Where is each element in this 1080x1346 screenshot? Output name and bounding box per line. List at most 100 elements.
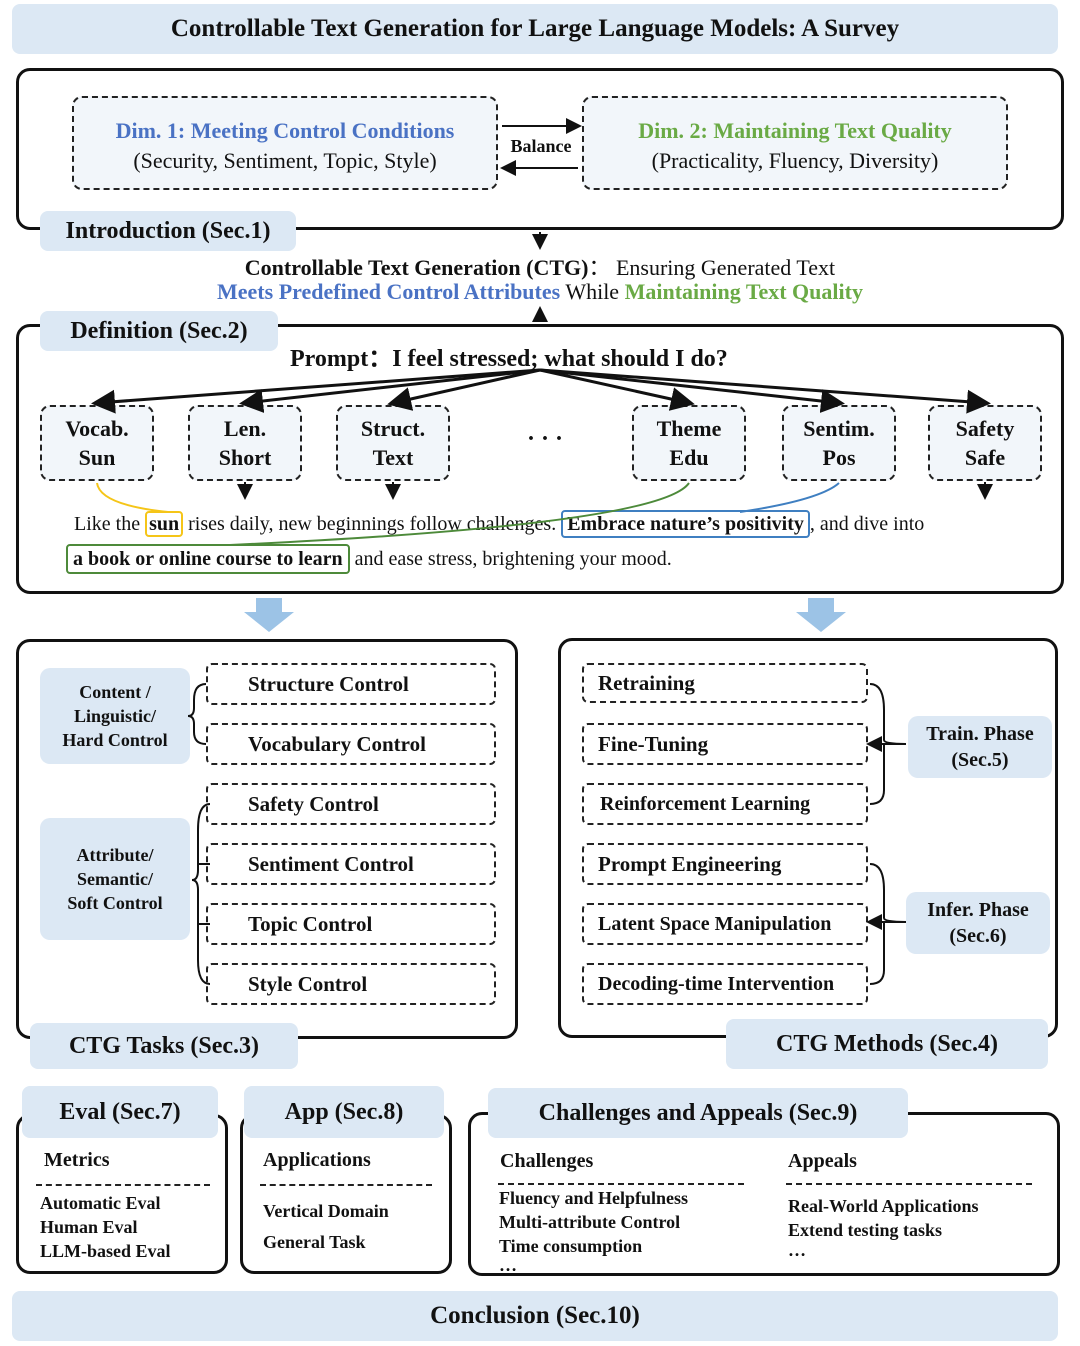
task-sentiment-control: Sentiment Control xyxy=(206,843,496,885)
challenge-time: Time consumption xyxy=(499,1236,643,1256)
appeals-list: Real-World Applications Extend testing t… xyxy=(788,1194,979,1260)
sentiment-connector xyxy=(739,482,840,513)
eval-header: Metrics xyxy=(44,1149,110,1171)
method-reinforcement-learning: Reinforcement Learning xyxy=(582,783,868,825)
appeal-real-world: Real-World Applications xyxy=(788,1196,979,1216)
attr-sentiment-l2: Pos xyxy=(822,445,856,470)
cat2-l3: Soft Control xyxy=(67,893,163,913)
infer-phase-l1: Infer. Phase xyxy=(927,899,1029,921)
example-book: a book or online course to learn xyxy=(66,544,350,574)
conclusion-label: Conclusion (Sec.10) xyxy=(430,1302,640,1329)
ctg-maintain: Maintaining Text Quality xyxy=(624,279,863,304)
tasks-down-arrow xyxy=(244,598,294,632)
train-phase: Train. Phase (Sec.5) xyxy=(908,716,1052,778)
infer-phase: Infer. Phase (Sec.6) xyxy=(906,892,1050,954)
intro-tab: Introduction (Sec.1) xyxy=(40,211,296,251)
prompt-line: Prompt：I feel stressed; what should I do… xyxy=(290,338,728,373)
methods-down-arrow xyxy=(796,598,846,632)
ctg-meets: Meets Predefined Control Attributes xyxy=(217,279,561,304)
ctg-sep: ： xyxy=(588,255,611,280)
task-safety-control: Safety Control xyxy=(206,783,496,825)
attr-theme-l1: Theme xyxy=(656,416,722,441)
dim2-subtitle: (Practicality, Fluency, Diversity) xyxy=(651,148,939,173)
method-fine-tuning: Fine-Tuning xyxy=(582,723,868,765)
eval-divider xyxy=(36,1184,210,1186)
cat1-l1: Content / xyxy=(79,682,151,702)
task-category-soft: Attribute/Semantic/Soft Control xyxy=(40,818,190,940)
app-divider xyxy=(260,1184,432,1186)
appeals-header: Appeals xyxy=(788,1150,857,1172)
example-text-line2: a book or online course to learn and eas… xyxy=(66,544,672,574)
page-title: Controllable Text Generation for Large L… xyxy=(170,15,900,42)
dim1-box: Dim. 1: Meeting Control Conditions (Secu… xyxy=(72,96,498,190)
ctg-label: Controllable Text Generation (CTG) xyxy=(244,255,589,280)
challenge-ellipsis: … xyxy=(499,1255,517,1275)
brace-hard xyxy=(187,683,207,745)
title-bar: Controllable Text Generation for Large L… xyxy=(12,4,1058,54)
appeals-divider xyxy=(786,1183,1032,1185)
ctg-while: While xyxy=(565,279,620,304)
attr-structure-l1: Struct. xyxy=(360,416,426,441)
infer-phase-l2: (Sec.6) xyxy=(949,925,1007,947)
example-sun: sun xyxy=(145,511,184,537)
appeal-testing-tasks: Extend testing tasks xyxy=(788,1220,943,1240)
appeal-ellipsis: … xyxy=(788,1240,806,1260)
dim1-subtitle: (Security, Sentiment, Topic, Style) xyxy=(133,148,437,173)
balance-label: Balance xyxy=(510,136,572,156)
task-vocabulary-control: Vocabulary Control xyxy=(206,723,496,765)
method-latent-space-manipulation: Latent Space Manipulation xyxy=(582,903,868,945)
prompt-text: I feel stressed; what should I do? xyxy=(392,346,728,372)
eval-item-human: Human Eval xyxy=(40,1217,138,1237)
challenge-fluency: Fluency and Helpfulness xyxy=(499,1188,689,1208)
task-structure-control: Structure Control xyxy=(206,663,496,705)
attr-safety-l2: Safe xyxy=(964,445,1006,470)
example-text-line1: Like the sun rises daily, new beginnings… xyxy=(74,510,925,538)
app-header: Applications xyxy=(263,1149,371,1171)
attr-vocab-l2: Sun xyxy=(78,445,116,470)
app-item-general: General Task xyxy=(263,1232,366,1252)
challenges-frame xyxy=(468,1112,1060,1276)
attr-down-arrows xyxy=(237,482,993,500)
train-phase-l1: Train. Phase xyxy=(926,723,1034,745)
app-tab: App (Sec.8) xyxy=(244,1086,444,1138)
dim1-title: Dim. 1: Meeting Control Conditions xyxy=(115,118,455,143)
eval-item-llm: LLM-based Eval xyxy=(40,1241,171,1261)
cat2-l1: Attribute/ xyxy=(76,845,154,865)
app-item-vertical: Vertical Domain xyxy=(263,1201,389,1221)
example-text-c: , and dive into xyxy=(809,513,925,535)
attr-length: Len. Short xyxy=(188,405,302,481)
methods-tab: CTG Methods (Sec.4) xyxy=(726,1019,1048,1069)
dim2-box: Dim. 2: Maintaining Text Quality (Practi… xyxy=(582,96,1008,190)
attr-vocab-l1: Vocab. xyxy=(65,416,129,441)
task-topic-control: Topic Control xyxy=(206,903,496,945)
example-text-a: Like the xyxy=(74,513,141,535)
task-category-hard: Content / Linguistic/Hard Control xyxy=(40,668,190,764)
app-list: Vertical Domain General Task xyxy=(263,1196,389,1258)
challenges-divider xyxy=(498,1183,744,1185)
prompt-fanout xyxy=(91,368,991,414)
challenges-header: Challenges xyxy=(500,1150,594,1172)
method-prompt-engineering: Prompt Engineering xyxy=(582,843,868,885)
brace-infer xyxy=(869,863,907,985)
cat2-l2: Semantic/ xyxy=(77,869,153,889)
attr-length-l1: Len. xyxy=(223,416,267,441)
method-retraining: Retraining xyxy=(582,663,868,703)
sun-connector xyxy=(96,482,169,513)
challenges-tab: Challenges and Appeals (Sec.9) xyxy=(488,1088,908,1138)
attr-structure-l2: Text xyxy=(372,445,414,470)
train-phase-l2: (Sec.5) xyxy=(951,749,1009,771)
example-text-d: and ease stress, brightening your mood. xyxy=(354,548,672,570)
cat1-l2: Linguistic/ xyxy=(73,706,157,726)
tasks-tab: CTG Tasks (Sec.3) xyxy=(30,1023,298,1069)
theme-connector xyxy=(229,482,690,546)
task-style-control: Style Control xyxy=(206,963,496,1005)
attr-safety-l1: Safety xyxy=(955,416,1015,441)
cat1-l3: Hard Control xyxy=(62,730,168,750)
eval-item-automatic: Automatic Eval xyxy=(40,1193,161,1213)
brace-soft xyxy=(191,803,211,985)
attr-sentiment-l1: Sentim. xyxy=(803,416,875,441)
conclusion-bar: Conclusion (Sec.10) xyxy=(12,1291,1058,1341)
attr-length-l2: Short xyxy=(218,445,272,470)
